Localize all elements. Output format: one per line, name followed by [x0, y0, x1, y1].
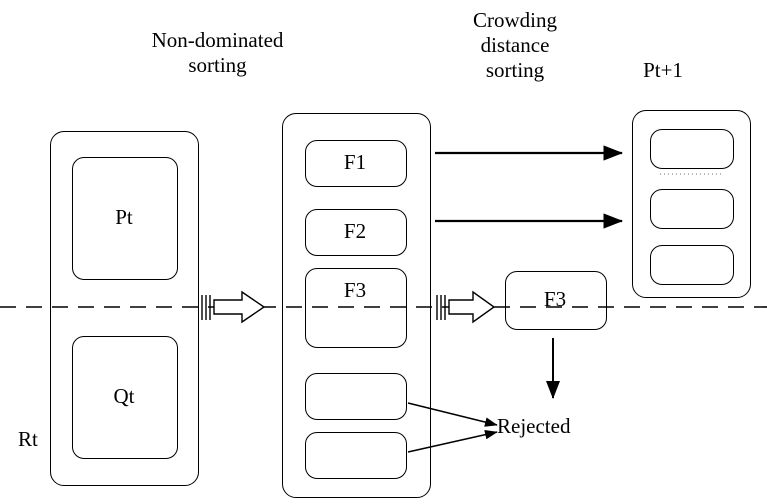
heading-crowding-line3: sorting	[485, 58, 545, 82]
front-label-3	[305, 373, 405, 418]
right-container-pt-plus-1	[632, 110, 751, 298]
front-label-0: F1	[343, 150, 367, 174]
front-label-4	[305, 432, 405, 477]
front-label-1: F2	[343, 219, 367, 243]
heading-non-dominated-sorting-line2: sorting	[188, 53, 247, 77]
front-label-2: F3	[343, 278, 367, 302]
heading-crowding-line1: Crowding	[473, 8, 557, 32]
box-qt-label: Qt	[113, 384, 135, 408]
heading-crowding-distance-sorting: Crowding distance sorting	[440, 8, 590, 83]
selected-front-box	[505, 271, 607, 330]
label-rt: Rt	[18, 427, 38, 451]
heading-pt-plus-1: Pt+1	[608, 58, 718, 83]
box-qt	[72, 336, 178, 459]
front-box-3	[305, 373, 407, 420]
block-arrow-2	[436, 290, 496, 324]
heading-non-dominated-sorting: Non-dominated sorting	[110, 28, 325, 78]
heading-non-dominated-sorting-line1: Non-dominated	[151, 28, 284, 52]
heading-pt-plus-1-text: Pt+1	[643, 58, 683, 82]
box-pt	[72, 157, 178, 280]
front-box-4	[305, 432, 407, 479]
box-pt-label: Pt	[115, 205, 133, 229]
label-rejected: Rejected	[497, 414, 571, 438]
front-box-2	[305, 268, 407, 348]
pt1-slot-2	[650, 245, 734, 285]
front-box-0	[305, 140, 407, 187]
block-arrow-1	[201, 290, 266, 324]
front-box-1	[305, 209, 407, 256]
pt1-slot-1	[650, 189, 734, 229]
selected-front-label: F3	[543, 287, 567, 311]
pt1-slot-0	[650, 129, 734, 169]
left-container-rt	[50, 131, 199, 486]
heading-crowding-line2: distance	[480, 33, 550, 57]
middle-container-fronts	[282, 113, 431, 498]
